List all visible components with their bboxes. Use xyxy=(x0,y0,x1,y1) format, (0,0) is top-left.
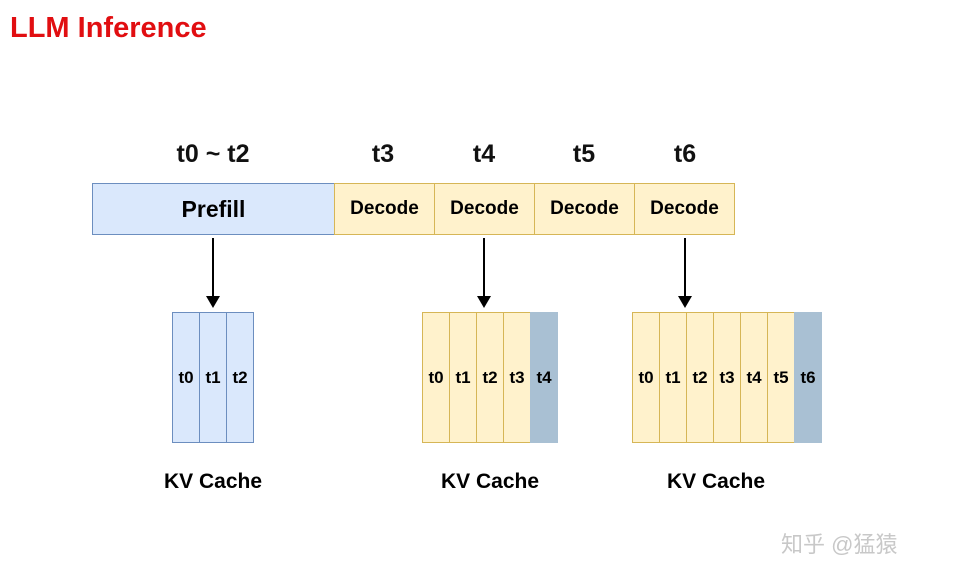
kv-cache-cell-new: t6 xyxy=(794,312,822,443)
timestep-label-t0-t2: t0 ~ t2 xyxy=(176,140,250,168)
kv-cache-group-t4: t0 t1 t2 t3 t4 xyxy=(422,312,558,443)
kv-cache-cell: t3 xyxy=(503,312,531,443)
kv-cache-cell: t2 xyxy=(686,312,714,443)
kv-cache-cell: t2 xyxy=(476,312,504,443)
kv-cache-caption: KV Cache xyxy=(440,470,540,493)
kv-cache-cell: t0 xyxy=(422,312,450,443)
decode-box-t6: Decode xyxy=(634,183,735,235)
kv-cache-cell: t4 xyxy=(740,312,768,443)
arrowhead-icon xyxy=(477,296,491,308)
inference-pipeline-bar: Prefill Decode Decode Decode Decode xyxy=(92,183,735,235)
kv-cache-cell: t1 xyxy=(199,312,227,443)
kv-cache-cell: t1 xyxy=(449,312,477,443)
down-arrow-icon xyxy=(678,238,692,308)
timestep-label-t4: t4 xyxy=(472,140,496,168)
kv-cache-cell: t0 xyxy=(172,312,200,443)
kv-cache-cell: t5 xyxy=(767,312,795,443)
watermark: 知乎 @猛猿 xyxy=(781,532,898,557)
kv-cache-cell: t3 xyxy=(713,312,741,443)
timestep-label-t3: t3 xyxy=(371,140,395,168)
timestep-label-t5: t5 xyxy=(572,140,596,168)
decode-box-t3: Decode xyxy=(334,183,435,235)
prefill-box: Prefill xyxy=(92,183,335,235)
arrowhead-icon xyxy=(678,296,692,308)
arrowhead-icon xyxy=(206,296,220,308)
kv-cache-cell: t0 xyxy=(632,312,660,443)
kv-cache-group-t6: t0 t1 t2 t3 t4 t5 t6 xyxy=(632,312,822,443)
down-arrow-icon xyxy=(477,238,491,308)
timestep-label-t6: t6 xyxy=(673,140,697,168)
kv-cache-cell: t1 xyxy=(659,312,687,443)
down-arrow-icon xyxy=(206,238,220,308)
page-title: LLM Inference xyxy=(10,12,207,44)
kv-cache-group-prefill: t0 t1 t2 xyxy=(172,312,254,443)
decode-box-t4: Decode xyxy=(434,183,535,235)
kv-cache-caption: KV Cache xyxy=(666,470,766,493)
decode-box-t5: Decode xyxy=(534,183,635,235)
kv-cache-caption: KV Cache xyxy=(163,470,263,493)
kv-cache-cell: t2 xyxy=(226,312,254,443)
kv-cache-cell-new: t4 xyxy=(530,312,558,443)
